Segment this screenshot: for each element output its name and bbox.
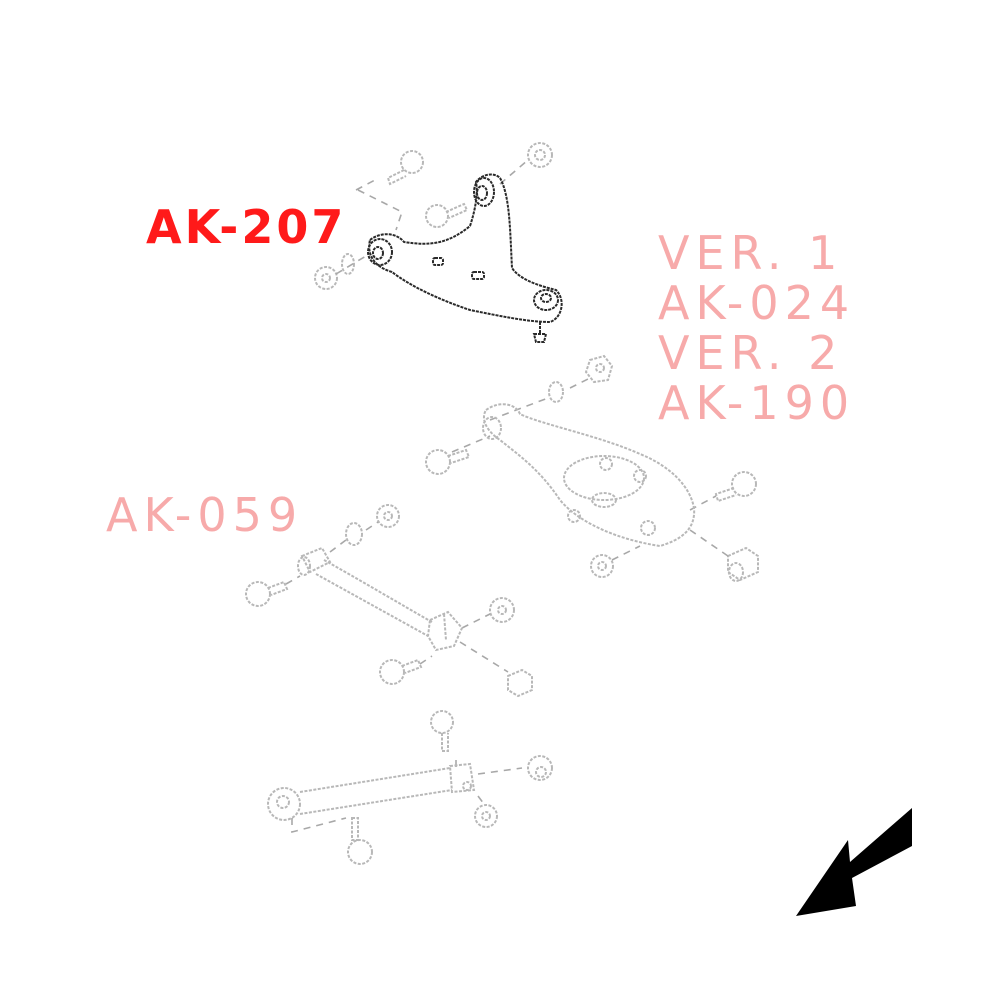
trailing-link [267, 710, 553, 865]
upper-arm-bolt-mid-icon [425, 202, 469, 228]
label-ak024: AK-024 [658, 276, 856, 330]
trailing-link-bolt-top-icon [430, 710, 454, 752]
lower-arm-bolt-left-icon [425, 448, 471, 475]
toe-link-washer-icon [345, 522, 363, 546]
trailing-link-nut-right-icon [527, 755, 553, 781]
toe-link-nut-bottom-right-icon [507, 668, 533, 698]
label-ak190: AK-190 [658, 376, 856, 430]
label-ver2: VER. 2 [658, 326, 844, 380]
label-upper-arm-ak207: AK-207 [146, 200, 347, 254]
trailing-link-nut-bottom-icon [474, 804, 498, 828]
lower-arm-nut-top-icon [584, 354, 614, 384]
upper-arm-bolt-top-left-icon [386, 150, 424, 186]
label-toe-link-ak059: AK-059 [106, 488, 304, 542]
direction-arrow-icon [796, 808, 912, 916]
upper-arm-nut-left-icon [314, 266, 338, 290]
toe-link-nut-top-icon [376, 504, 400, 528]
toe-link-bolt-bottom-icon [379, 658, 423, 685]
lower-arm-washer-top-icon [548, 381, 564, 403]
upper-arm-nut-top-right-icon [527, 142, 553, 168]
lower-arm-bushing-icon [727, 546, 759, 582]
lower-control-arm [425, 354, 759, 582]
label-ver1: VER. 1 [658, 226, 844, 280]
label-group-lower-arm: VER. 1 AK-024 VER. 2 AK-190 [658, 228, 855, 428]
trailing-link-bolt-bottom-icon [347, 817, 373, 865]
toe-link-nut-right-icon [489, 597, 515, 623]
upper-arm-washer-icon [341, 253, 355, 275]
toe-link [245, 504, 533, 698]
lower-arm-bolt-right-icon [714, 471, 757, 503]
toe-link-bolt-left-icon [245, 580, 289, 607]
lower-arm-nut-bottom-icon [590, 554, 614, 578]
upper-control-arm [314, 142, 563, 343]
